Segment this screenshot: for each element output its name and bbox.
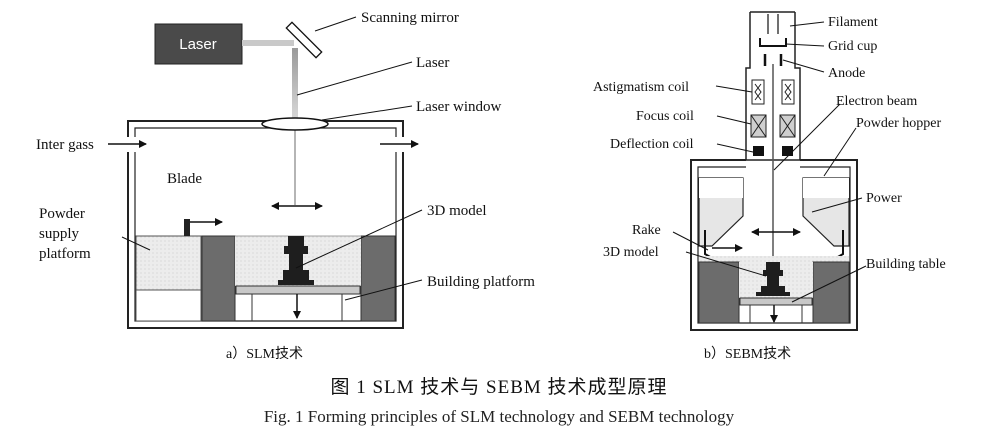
sebm-table-supports	[749, 305, 803, 323]
focus-coil	[750, 114, 796, 138]
sebm-powder-layer	[699, 256, 849, 262]
label-filament: Filament	[828, 15, 878, 30]
label-laser-window: Laser window	[416, 99, 502, 115]
label-scanning-mirror: Scanning mirror	[361, 10, 459, 26]
sebm-chamber-inner	[697, 166, 851, 324]
build-wall-left	[201, 235, 236, 322]
label-focus-coil: Focus coil	[636, 109, 694, 124]
build-wall-right	[360, 235, 396, 322]
label-building-table: Building table	[866, 257, 946, 272]
slm-leader-lines	[121, 16, 423, 301]
label-inter-gass: Inter gass	[36, 137, 94, 153]
laser-box	[154, 23, 243, 65]
laser-beam-horizontal	[242, 40, 294, 46]
label-anode: Anode	[828, 66, 865, 81]
label-powder-hopper: Powder hopper	[856, 116, 941, 131]
sebm-wall-right	[812, 261, 850, 324]
sebm-panel: Filament Grid cup Anode Astigmatism coil…	[593, 11, 946, 331]
caption-sebm: b）SEBM技术	[704, 347, 792, 362]
caption-slm: a）SLM技术	[226, 347, 303, 362]
filament	[767, 14, 779, 34]
figure-title-en: Fig. 1 Forming principles of SLM technol…	[263, 407, 735, 426]
label-rake: Rake	[632, 223, 661, 238]
slm-platform-supports	[251, 294, 343, 321]
label-powder-supply-2: supply	[39, 226, 80, 242]
laser-window	[261, 117, 329, 131]
laser-box-label: Laser	[179, 36, 217, 53]
label-blade: Blade	[167, 171, 202, 187]
powder-supply-bed	[135, 235, 202, 291]
label-deflection-coil: Deflection coil	[610, 137, 694, 152]
label-slm-building-platform: Building platform	[427, 274, 535, 290]
label-laser-beam: Laser	[416, 55, 449, 71]
astigmatism-coil	[751, 79, 795, 105]
slm-panel: Laser	[36, 10, 535, 329]
label-powder-supply-1: Powder	[39, 206, 85, 222]
label-astigmatism-coil: Astigmatism coil	[593, 80, 689, 95]
label-slm-3d-model: 3D model	[427, 203, 487, 219]
sebm-building-table	[739, 297, 813, 306]
anode	[763, 54, 783, 66]
label-grid-cup: Grid cup	[828, 39, 877, 54]
label-electron-beam: Electron beam	[836, 94, 917, 109]
slm-building-platform	[235, 285, 361, 295]
scanning-mirror	[285, 21, 323, 59]
sebm-chamber-outer	[690, 159, 858, 331]
label-powder-supply-3: platform	[39, 246, 91, 262]
grid-cup	[759, 38, 787, 47]
label-power: Power	[866, 191, 902, 206]
sebm-3d-model	[756, 262, 790, 296]
deflection-coil	[753, 146, 793, 156]
laser-beam-vertical	[292, 48, 298, 120]
figure-title-cn: 图 1 SLM 技术与 SEBM 技术成型原理	[330, 377, 668, 398]
label-sebm-3d-model: 3D model	[603, 245, 659, 260]
powder-supply-piston	[135, 289, 202, 322]
sebm-leader-lines	[672, 21, 867, 303]
blade	[184, 219, 190, 236]
sebm-wall-left	[698, 261, 740, 324]
